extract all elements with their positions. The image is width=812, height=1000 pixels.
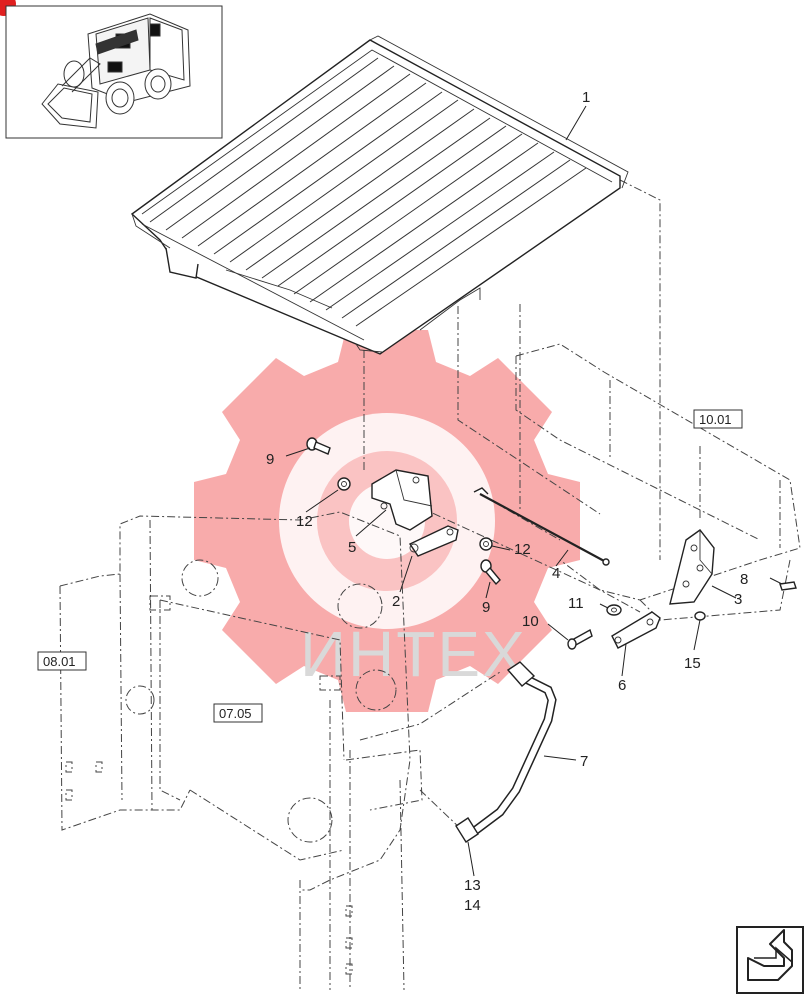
hinge-bracket-part-3[interactable] [669, 529, 715, 605]
grille-panel-part[interactable] [130, 35, 629, 355]
watermark-text: ИНТЕХ [300, 618, 527, 690]
latch-link-part-2[interactable] [408, 525, 459, 557]
locator-thumbnail[interactable] [0, 0, 223, 139]
callouts: 1 9 12 5 2 12 9 4 3 8 11 10 6 15 7 13 14 [266, 89, 748, 914]
callout-8: 8 [740, 571, 748, 588]
callout-15: 15 [684, 655, 701, 672]
bolt-part-10[interactable] [567, 628, 593, 650]
rod-part-4[interactable] [473, 487, 610, 566]
callout-12-lower: 12 [514, 541, 531, 558]
bolt-part-9-upper[interactable] [306, 437, 331, 455]
nut-part-12-upper[interactable] [337, 477, 351, 491]
leader-lines [285, 105, 783, 877]
svg-text:10.01: 10.01 [699, 412, 732, 427]
watermark-gear-icon [194, 330, 580, 712]
next-page-arrow-icon[interactable] [736, 926, 804, 994]
link-plate-part-6[interactable] [611, 611, 661, 649]
callout-5: 5 [348, 539, 356, 556]
bolt-part-9-lower[interactable] [480, 559, 501, 586]
callout-9-upper: 9 [266, 451, 274, 468]
bracket-part-5[interactable] [371, 469, 433, 531]
callout-14: 14 [464, 897, 481, 914]
callout-2: 2 [392, 593, 400, 610]
callout-6: 6 [618, 677, 626, 694]
svg-text:07.05: 07.05 [219, 706, 252, 721]
alignment-lines [359, 179, 661, 831]
callout-12-upper: 12 [296, 513, 313, 530]
callout-11: 11 [568, 595, 584, 612]
tube-part-7[interactable] [455, 661, 557, 843]
reference-box-07-05[interactable]: 07.05 [213, 703, 263, 723]
washer-part-15[interactable] [694, 611, 706, 621]
washer-part-11[interactable] [606, 604, 622, 616]
callout-1: 1 [582, 89, 590, 106]
grille-slats [149, 57, 587, 327]
reference-box-10-01[interactable]: 10.01 [693, 409, 743, 429]
svg-text:08.01: 08.01 [43, 654, 76, 669]
callout-4: 4 [552, 565, 560, 582]
callout-3: 3 [734, 591, 742, 608]
skid-steer-loader-icon [41, 13, 191, 129]
callout-7: 7 [580, 753, 588, 770]
callout-10: 10 [522, 613, 539, 630]
reference-box-08-01[interactable]: 08.01 [37, 651, 87, 671]
nut-part-12-lower[interactable] [479, 537, 493, 551]
pin-part-8[interactable] [779, 581, 797, 591]
callout-9-lower: 9 [482, 599, 490, 616]
callout-13: 13 [464, 877, 481, 894]
frame-assembly-outline [59, 343, 801, 991]
